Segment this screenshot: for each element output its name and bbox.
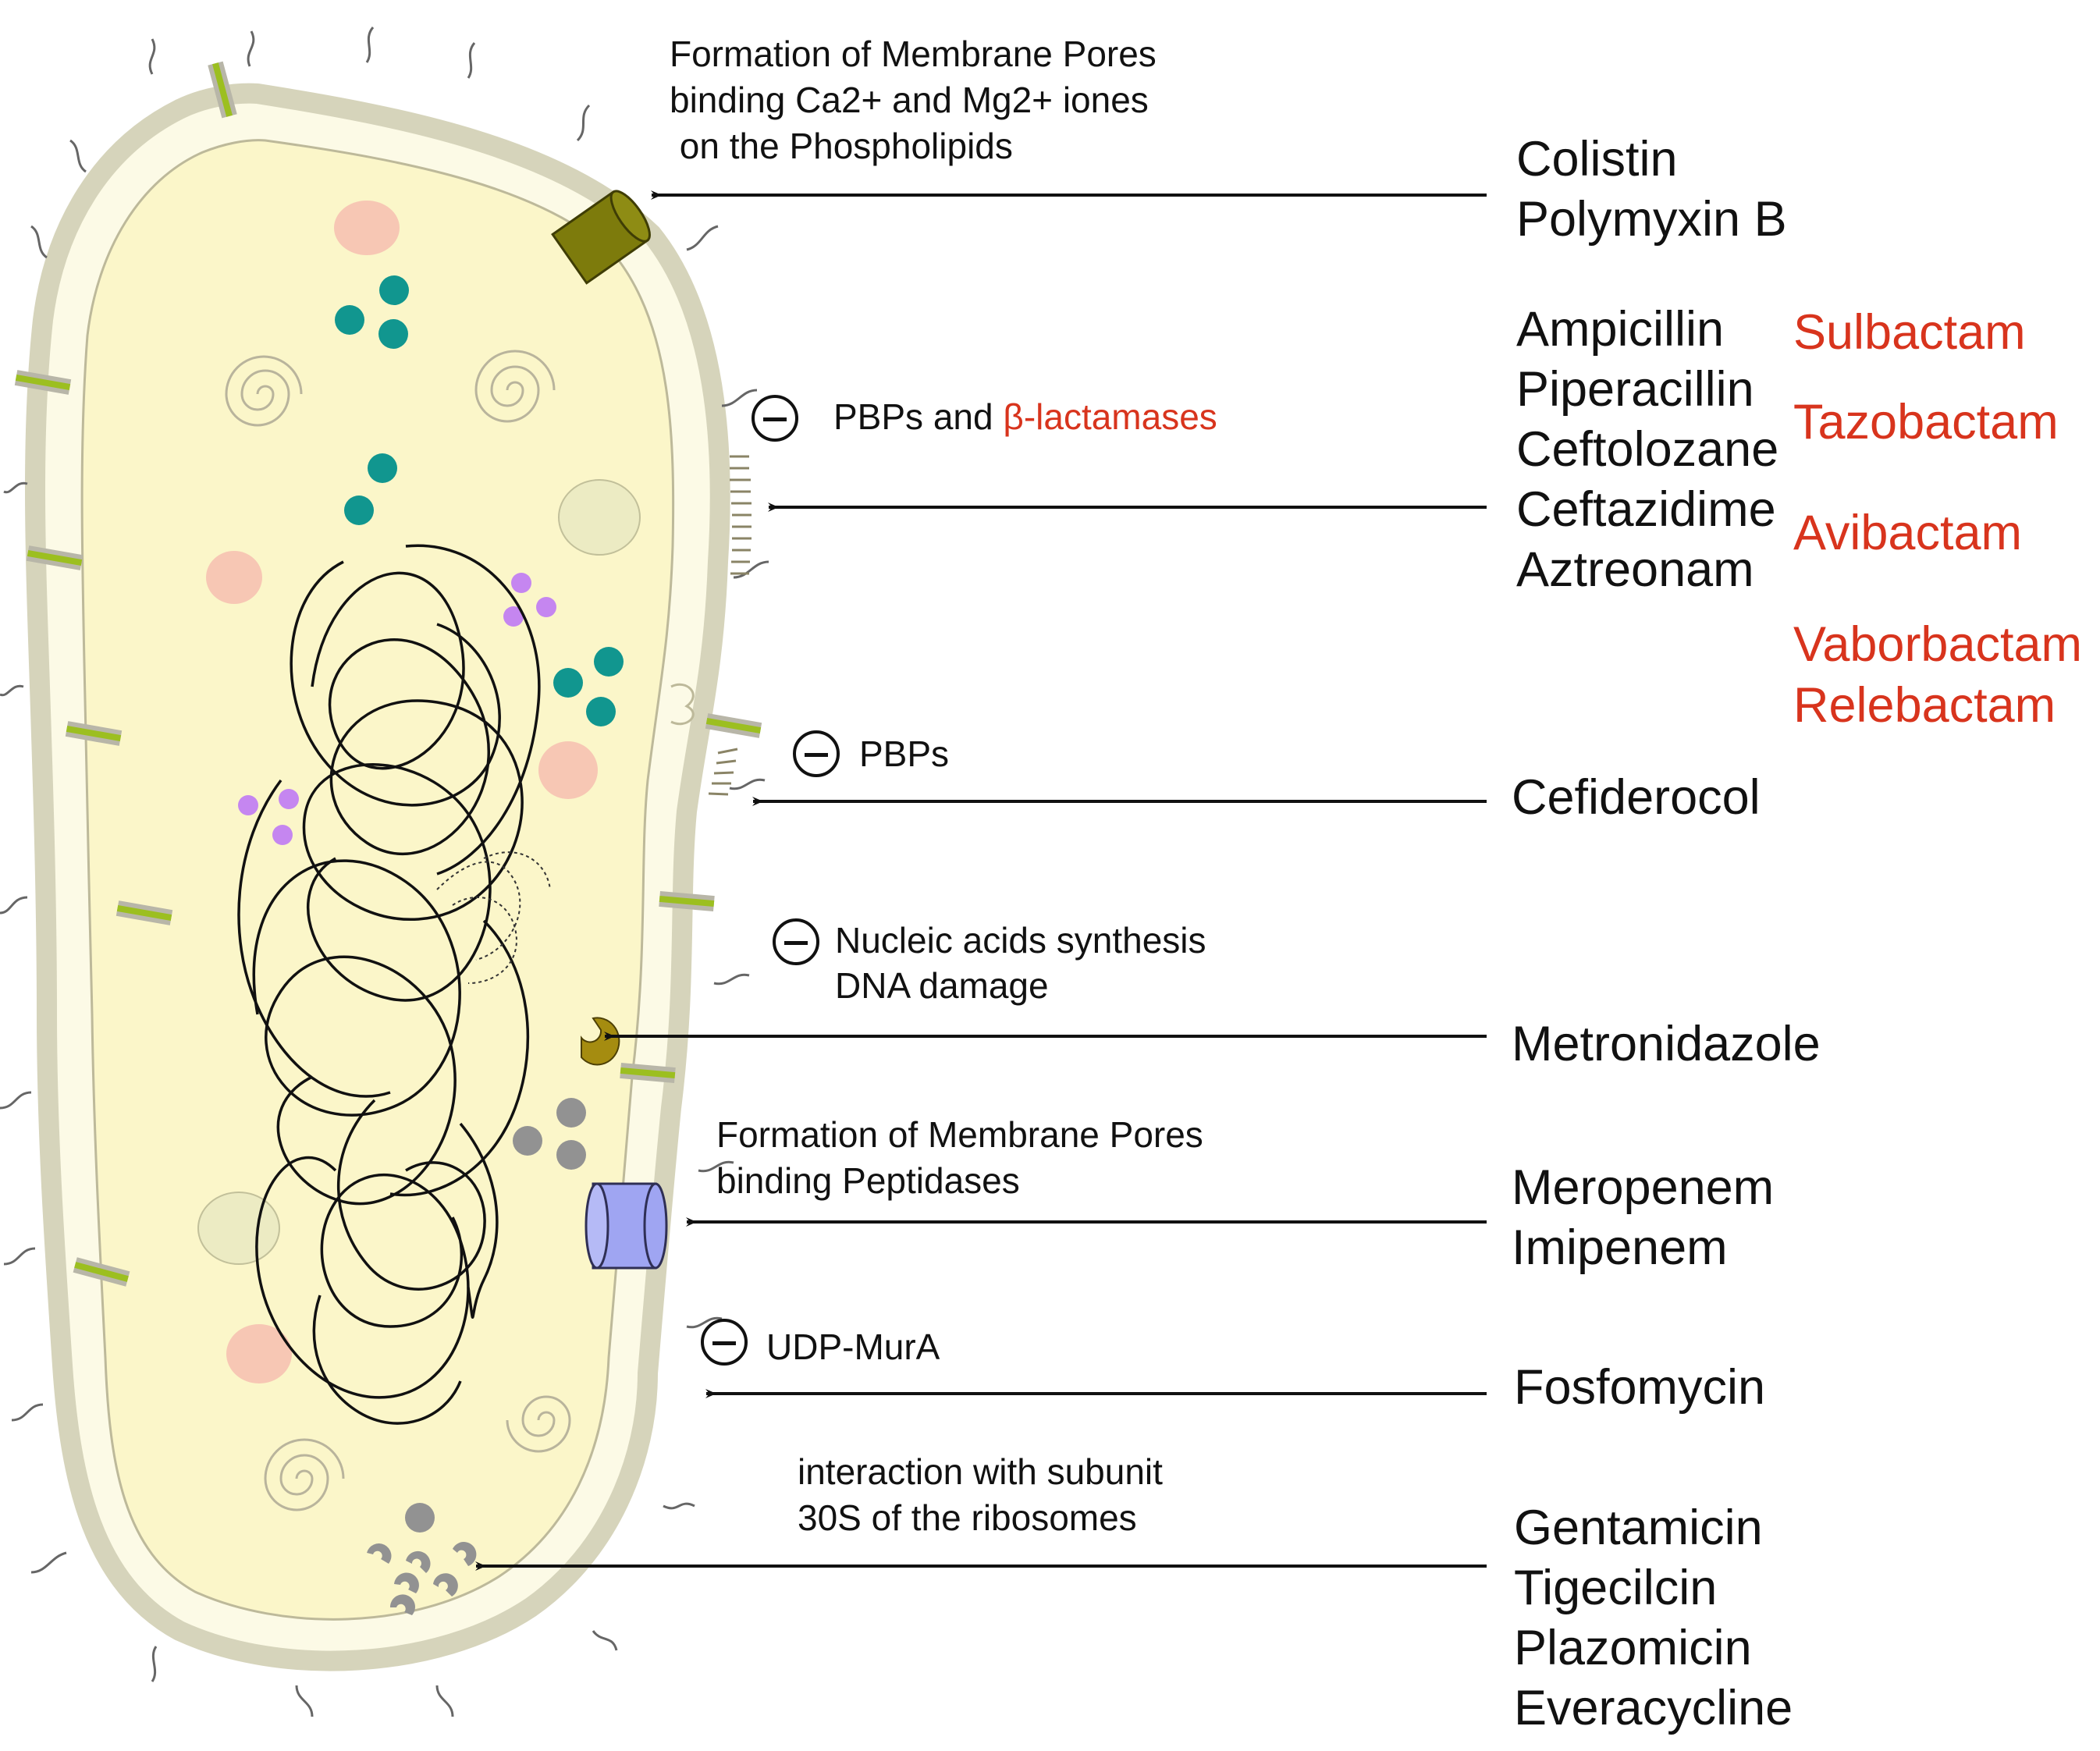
porins [14,61,762,1287]
metronidazole-mechanism-label: Nucleic acids synthesis DNA damage [835,918,1206,1008]
carbapenem-pore [585,1182,668,1270]
ribosomes [367,1098,586,1615]
drug-name: Gentamicin [1514,1501,1763,1555]
plasmid-strands [436,851,551,984]
carbapenem-mechanism-label: Formation of Membrane Pores binding Pept… [716,1112,1203,1204]
inhibitor-sulbactam: Sulbactam [1793,305,2026,360]
annotation-line: binding Peptidases [716,1160,1020,1201]
annotation-line: binding Ca2+ and Mg2+ iones [670,80,1149,120]
drug-name: Imipenem [1512,1220,1728,1275]
drug-name: Polymyxin B [1516,192,1787,247]
inhibitor-relebactam: Relebactam [1793,678,2056,733]
drug-name: Everacycline [1514,1681,1793,1735]
annotation-line: interaction with subunit [798,1451,1163,1492]
arrows [475,190,1487,1571]
peptidoglycan-stripes [708,455,752,796]
cefiderocol-target-label: PBPs [859,733,950,774]
fosfomycin-target-label: UDP-MurA [766,1327,940,1367]
metronidazole-drug: Metronidazole [1512,1017,1821,1071]
annotation-line: on the Phospholipids [670,126,1013,166]
inhibition-symbol [773,918,819,965]
annotation-line: Formation of Membrane Pores [716,1114,1203,1155]
inhibitor-avibactam: Avibactam [1793,506,2022,560]
annotation-line: Formation of Membrane Pores [670,34,1157,74]
drug-name: Ceftolozane [1516,422,1779,477]
polymyxin-drug-list: Colistin Polymyxin B [1516,130,1787,250]
drug-name: Tigecilcin [1514,1561,1718,1615]
target-text-highlight: β-lactamases [1003,396,1217,437]
annotation-line: Nucleic acids synthesis [835,920,1206,961]
metronidazole-target [581,1017,620,1066]
drug-name: Ampicillin [1516,302,1725,357]
betalactam-target-label: PBPs and β-lactamases [833,394,1217,440]
carbapenem-drug-list: Meropenem Imipenem [1512,1158,1774,1278]
vacuoles [197,479,641,1265]
annotation-line: 30S of the ribosomes [798,1497,1137,1538]
drug-name: Piperacillin [1516,362,1754,417]
inclusion-bodies [206,201,598,1383]
colistin-mechanism-label: Formation of Membrane Pores binding Ca2+… [670,31,1157,169]
nucleoid-dna [237,544,541,1425]
colistin-pore [551,190,651,285]
ribosome-mechanism-label: interaction with subunit 30S of the ribo… [798,1449,1163,1541]
drug-name: Plazomicin [1514,1621,1752,1675]
inhibition-symbol [793,730,840,777]
target-text: PBPs and [833,396,1004,437]
drug-name: Meropenem [1512,1160,1775,1215]
drug-name: Aztreonam [1516,542,1754,597]
drug-name: Colistin [1516,132,1678,186]
annotation-line: DNA damage [835,965,1049,1006]
cefiderocol-drug: Cefiderocol [1512,770,1761,825]
protein-synthesis-drug-list: Gentamicin Tigecilcin Plazomicin Everacy… [1514,1498,1793,1739]
inhibitor-tazobactam: Tazobactam [1793,395,2059,449]
fosfomycin-drug: Fosfomycin [1514,1360,1766,1415]
inhibitor-vaborbactam: Vaborbactam [1793,617,2083,672]
spiral-organelles [225,350,571,1511]
pili [0,27,769,1717]
purple-granules [238,573,556,845]
inhibition-symbol [701,1319,748,1366]
inhibition-symbol [752,395,798,442]
drug-name: Ceftazidime [1516,482,1776,537]
teal-granules [335,275,624,726]
betalactam-drug-list: Ampicillin Piperacillin Ceftolozane Ceft… [1516,300,1778,600]
